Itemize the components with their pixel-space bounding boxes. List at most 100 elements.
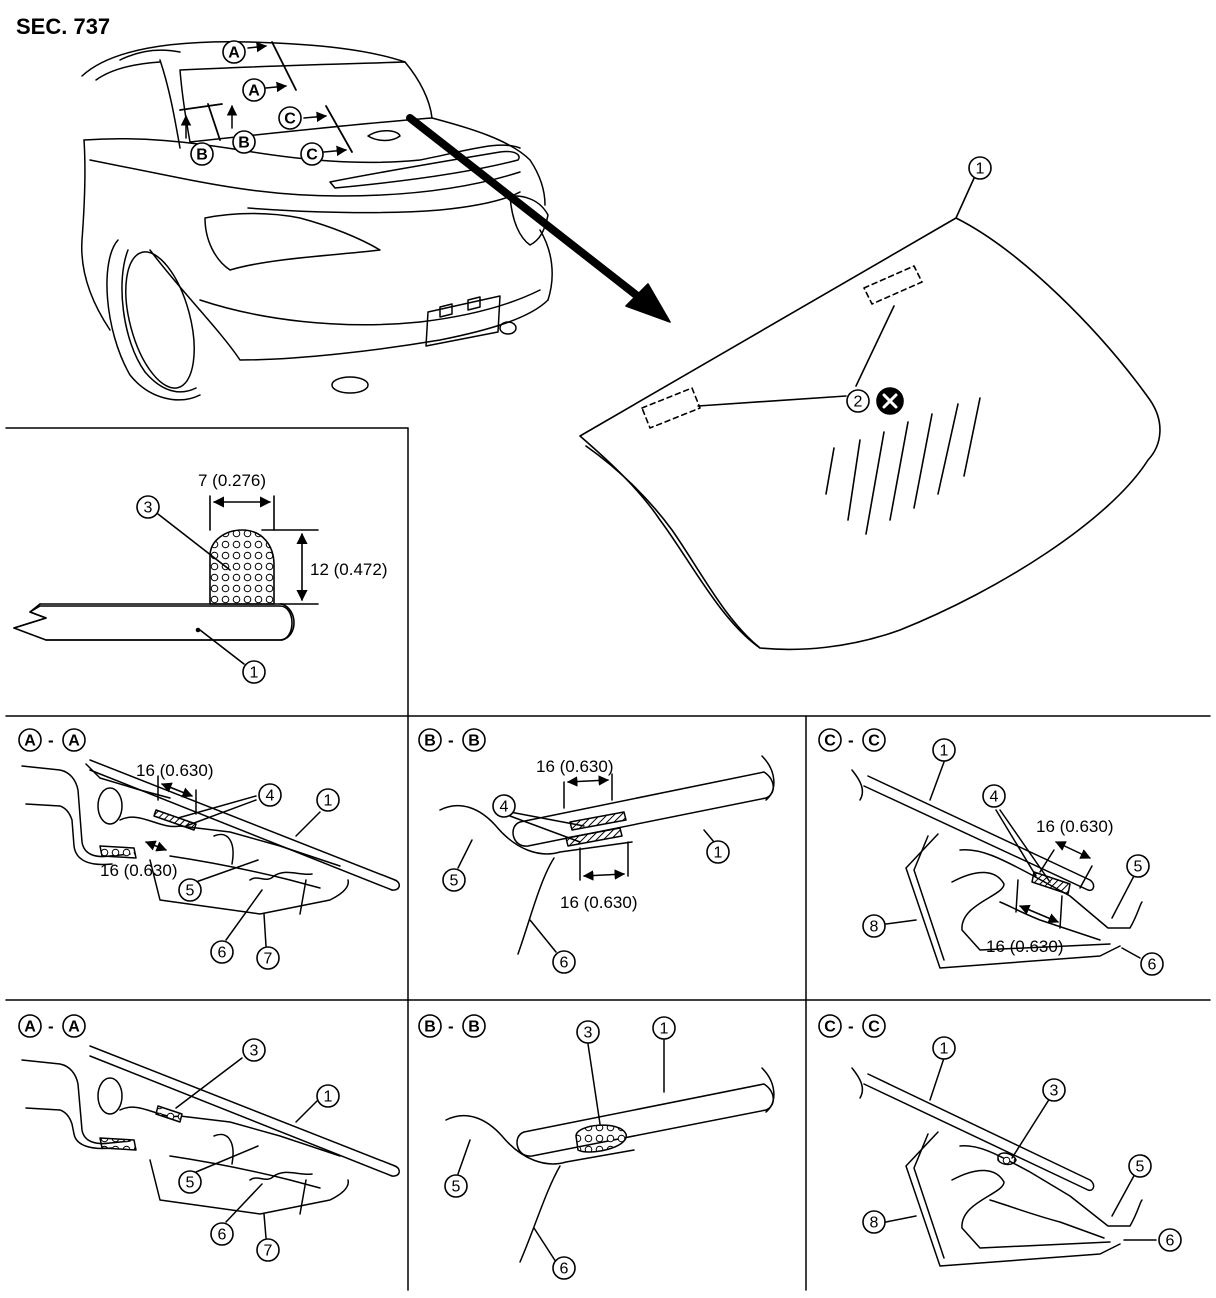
callout-6-c-lower: 6 xyxy=(1158,1228,1182,1252)
callout-6-a-lower: 6 xyxy=(210,1222,234,1246)
callout-2-spacer: 2 xyxy=(846,389,870,413)
section-title: SEC. 737 xyxy=(16,14,111,39)
svg-text:6: 6 xyxy=(560,955,569,972)
callout-1-b-lower: 1 xyxy=(652,1016,676,1040)
section-c-upper xyxy=(851,761,1143,969)
svg-text:-: - xyxy=(48,731,54,750)
car-letter-c-2: C xyxy=(300,142,324,166)
svg-text:-: - xyxy=(48,1017,54,1036)
panel-grid xyxy=(5,427,1211,1291)
callout-4-c-upper: 4 xyxy=(982,784,1006,808)
bead-cross-section xyxy=(13,495,319,665)
svg-text:6: 6 xyxy=(218,1227,227,1244)
svg-text:A: A xyxy=(68,1019,80,1036)
svg-text:-: - xyxy=(848,731,854,750)
svg-text:1: 1 xyxy=(940,743,949,760)
svg-text:A: A xyxy=(228,45,240,62)
callout-1-a-upper: 1 xyxy=(316,788,340,812)
svg-text:B: B xyxy=(468,733,480,750)
svg-text:C: C xyxy=(868,733,880,750)
header-b-b-upper: B - B xyxy=(418,728,486,752)
callout-1-c-lower: 1 xyxy=(932,1036,956,1060)
car-letter-b-1: B xyxy=(232,130,256,154)
svg-text:6: 6 xyxy=(1148,957,1157,974)
svg-text:4: 4 xyxy=(266,788,275,805)
callout-6-a-upper: 6 xyxy=(210,940,234,964)
callout-3-c-lower: 3 xyxy=(1042,1078,1066,1102)
section-b-lower xyxy=(445,1039,775,1263)
svg-text:1: 1 xyxy=(976,161,985,178)
rear-glass-outline xyxy=(579,175,1161,651)
svg-text:5: 5 xyxy=(186,1175,195,1192)
section-a-upper xyxy=(21,759,400,947)
pointer-arrow xyxy=(406,114,671,323)
callout-5-a-lower: 5 xyxy=(178,1170,202,1194)
svg-text:7: 7 xyxy=(264,1243,273,1260)
svg-text:3: 3 xyxy=(144,500,153,517)
svg-text:C: C xyxy=(868,1019,880,1036)
callout-5-b-lower: 5 xyxy=(444,1174,468,1198)
callout-8-c-lower: 8 xyxy=(862,1210,886,1234)
svg-text:1: 1 xyxy=(940,1041,949,1058)
callout-6-b-lower: 6 xyxy=(552,1256,576,1280)
callout-6-b-upper: 6 xyxy=(552,950,576,974)
svg-text:5: 5 xyxy=(452,1179,461,1196)
svg-text:3: 3 xyxy=(584,1025,593,1042)
svg-text:5: 5 xyxy=(1134,859,1143,876)
header-c-c-upper: C - C xyxy=(818,728,886,752)
number-callouts: 1 2 3 1 4 1 5 6 7 4 1 5 6 1 4 5 8 6 3 1 … xyxy=(136,156,1182,1280)
svg-text:C: C xyxy=(824,733,836,750)
svg-text:5: 5 xyxy=(1136,1159,1145,1176)
car-letter-a-2: A xyxy=(242,78,266,102)
section-headers: A - A B - B C - C A - A B - B C - C xyxy=(18,728,886,1038)
section-b-upper xyxy=(439,755,775,955)
dimension-labels: 7 (0.276) 12 (0.472) 16 (0.630) 16 (0.63… xyxy=(100,471,1114,956)
svg-text:-: - xyxy=(848,1017,854,1036)
svg-text:8: 8 xyxy=(870,1215,879,1232)
car-letter-b-2: B xyxy=(190,142,214,166)
svg-text:3: 3 xyxy=(1050,1083,1059,1100)
svg-text:B: B xyxy=(196,147,208,164)
callout-1-bead-glass: 1 xyxy=(242,660,266,684)
spacer-dimension-c-bottom: 16 (0.630) xyxy=(986,937,1064,956)
car-rear-illustration xyxy=(81,41,553,401)
car-section-letters: A A B B C C xyxy=(190,40,324,166)
callout-1-b-upper: 1 xyxy=(706,840,730,864)
car-letter-a-1: A xyxy=(222,40,246,64)
callout-8-c-upper: 8 xyxy=(862,914,886,938)
svg-text:-: - xyxy=(448,1017,454,1036)
svg-text:6: 6 xyxy=(1166,1233,1175,1250)
svg-text:6: 6 xyxy=(560,1261,569,1278)
svg-text:A: A xyxy=(24,1019,36,1036)
callout-1-glass: 1 xyxy=(968,156,992,180)
do-not-reuse-icon xyxy=(876,387,904,415)
callout-7-a-lower: 7 xyxy=(256,1238,280,1262)
car-letter-c-1: C xyxy=(278,106,302,130)
callout-5-a-upper: 5 xyxy=(178,878,202,902)
callout-3-a-lower: 3 xyxy=(242,1038,266,1062)
callout-6-c-upper: 6 xyxy=(1140,952,1164,976)
header-a-a-lower: A - A xyxy=(18,1014,86,1038)
callout-1-c-upper: 1 xyxy=(932,738,956,762)
callout-5-b-upper: 5 xyxy=(442,868,466,892)
callout-3-b-lower: 3 xyxy=(576,1020,600,1044)
callout-3-bead: 3 xyxy=(136,495,160,519)
section-a-lower xyxy=(21,1045,400,1239)
spacer-dimension-a-bottom: 16 (0.630) xyxy=(100,861,178,880)
callout-5-c-upper: 5 xyxy=(1126,854,1150,878)
bead-height-dimension: 12 (0.472) xyxy=(310,560,388,579)
svg-text:5: 5 xyxy=(186,883,195,900)
svg-text:5: 5 xyxy=(450,873,459,890)
svg-text:4: 4 xyxy=(990,789,999,806)
callout-7-a-upper: 7 xyxy=(256,946,280,970)
svg-text:3: 3 xyxy=(250,1043,259,1060)
svg-text:B: B xyxy=(238,135,250,152)
svg-text:A: A xyxy=(248,83,260,100)
svg-text:7: 7 xyxy=(264,951,273,968)
svg-text:A: A xyxy=(24,733,36,750)
svg-text:-: - xyxy=(448,731,454,750)
svg-text:A: A xyxy=(68,733,80,750)
svg-text:C: C xyxy=(284,111,296,128)
section-c-lower xyxy=(851,1057,1157,1267)
